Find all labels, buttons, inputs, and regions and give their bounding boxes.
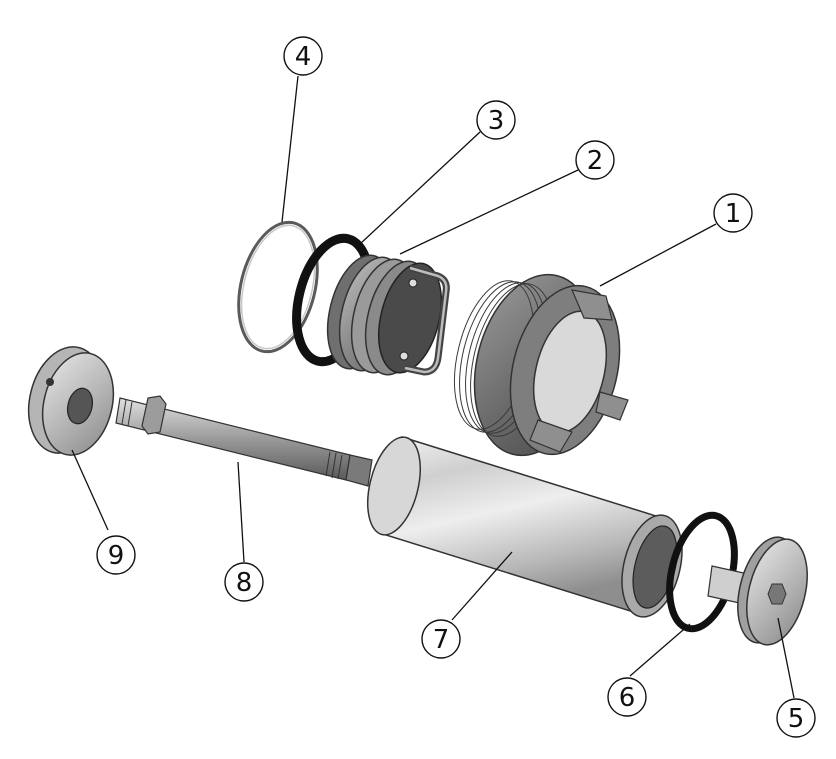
part-9-end-collar: [27, 346, 115, 456]
leader-lines: [71, 75, 795, 699]
callout-9: 9: [96, 535, 136, 575]
callout-label-8: 8: [236, 568, 253, 598]
callout-label-6: 6: [619, 683, 636, 713]
callout-8: 8: [224, 562, 264, 602]
callout-label-1: 1: [725, 199, 742, 229]
callout-1: 1: [713, 193, 753, 233]
leader-line-2: [399, 169, 579, 255]
part-4-thin-ring: [237, 220, 319, 354]
leader-line-1: [599, 223, 717, 287]
callout-label-3: 3: [488, 106, 505, 136]
leader-line-5: [777, 617, 795, 699]
leader-line-8: [237, 461, 245, 563]
callout-2: 2: [575, 140, 615, 180]
callout-4: 4: [283, 36, 323, 76]
callout-label-4: 4: [295, 42, 312, 72]
callout-6: 6: [607, 677, 647, 717]
part-5-end-plug: [707, 536, 808, 646]
leader-line-3: [359, 131, 481, 245]
leader-line-9: [71, 449, 109, 531]
callout-label-7: 7: [433, 625, 450, 655]
leader-line-7: [451, 551, 513, 621]
callout-label-5: 5: [788, 704, 805, 734]
callout-label-9: 9: [108, 541, 125, 571]
part-2-piston-head: [326, 254, 450, 376]
part-8-threaded-rod: [115, 395, 373, 487]
callout-label-2: 2: [587, 146, 604, 176]
callout-7: 7: [421, 619, 461, 659]
callout-3: 3: [476, 100, 516, 140]
leader-line-4: [281, 75, 299, 223]
callout-5: 5: [776, 698, 816, 738]
part-1-threaded-nut: [454, 273, 629, 457]
part-7-cylinder-body: [367, 436, 683, 618]
leader-line-6: [629, 623, 691, 677]
